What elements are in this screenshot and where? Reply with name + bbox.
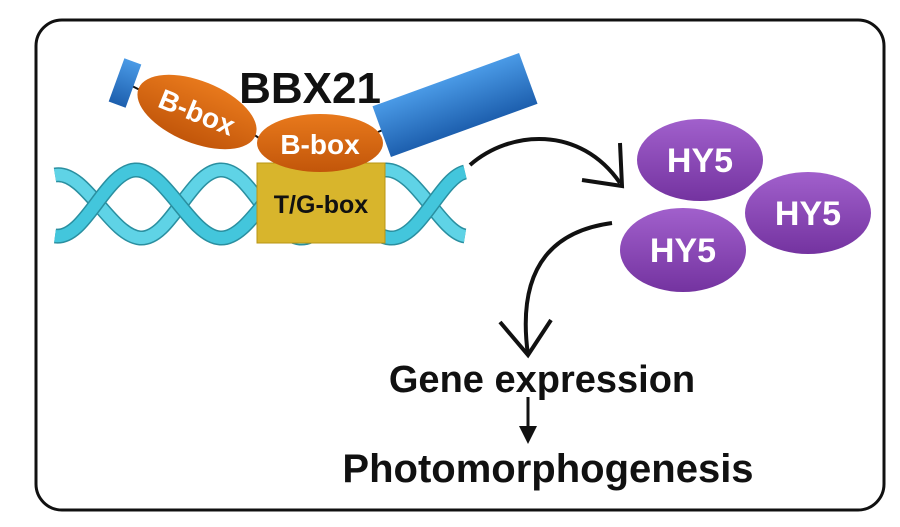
hy5-label-1: HY5 (667, 142, 733, 180)
hy5-3 (620, 208, 746, 292)
arrow-to-gene-expression (498, 221, 613, 359)
bbox-domain-2 (257, 114, 383, 172)
hy5-label-3: HY5 (650, 232, 716, 270)
bbox-label-2: B-box (280, 129, 360, 160)
arrow-to-photomorphogenesis (519, 397, 537, 444)
bbx21-label: BBX21 (239, 64, 381, 113)
bbox-domain-1 (137, 74, 257, 150)
c-terminal-domain (372, 52, 538, 158)
hy5-1 (637, 119, 763, 201)
photomorphogenesis-label: Photomorphogenesis (342, 447, 753, 491)
hy5-label-2: HY5 (775, 195, 841, 233)
tg-box (256, 162, 386, 244)
gene-expression-label: Gene expression (389, 359, 695, 401)
n-terminal-domain (108, 58, 142, 108)
tg-box-label: T/G-box (274, 191, 369, 219)
hy5-2 (745, 172, 871, 254)
arrow-to-hy5 (468, 137, 625, 189)
